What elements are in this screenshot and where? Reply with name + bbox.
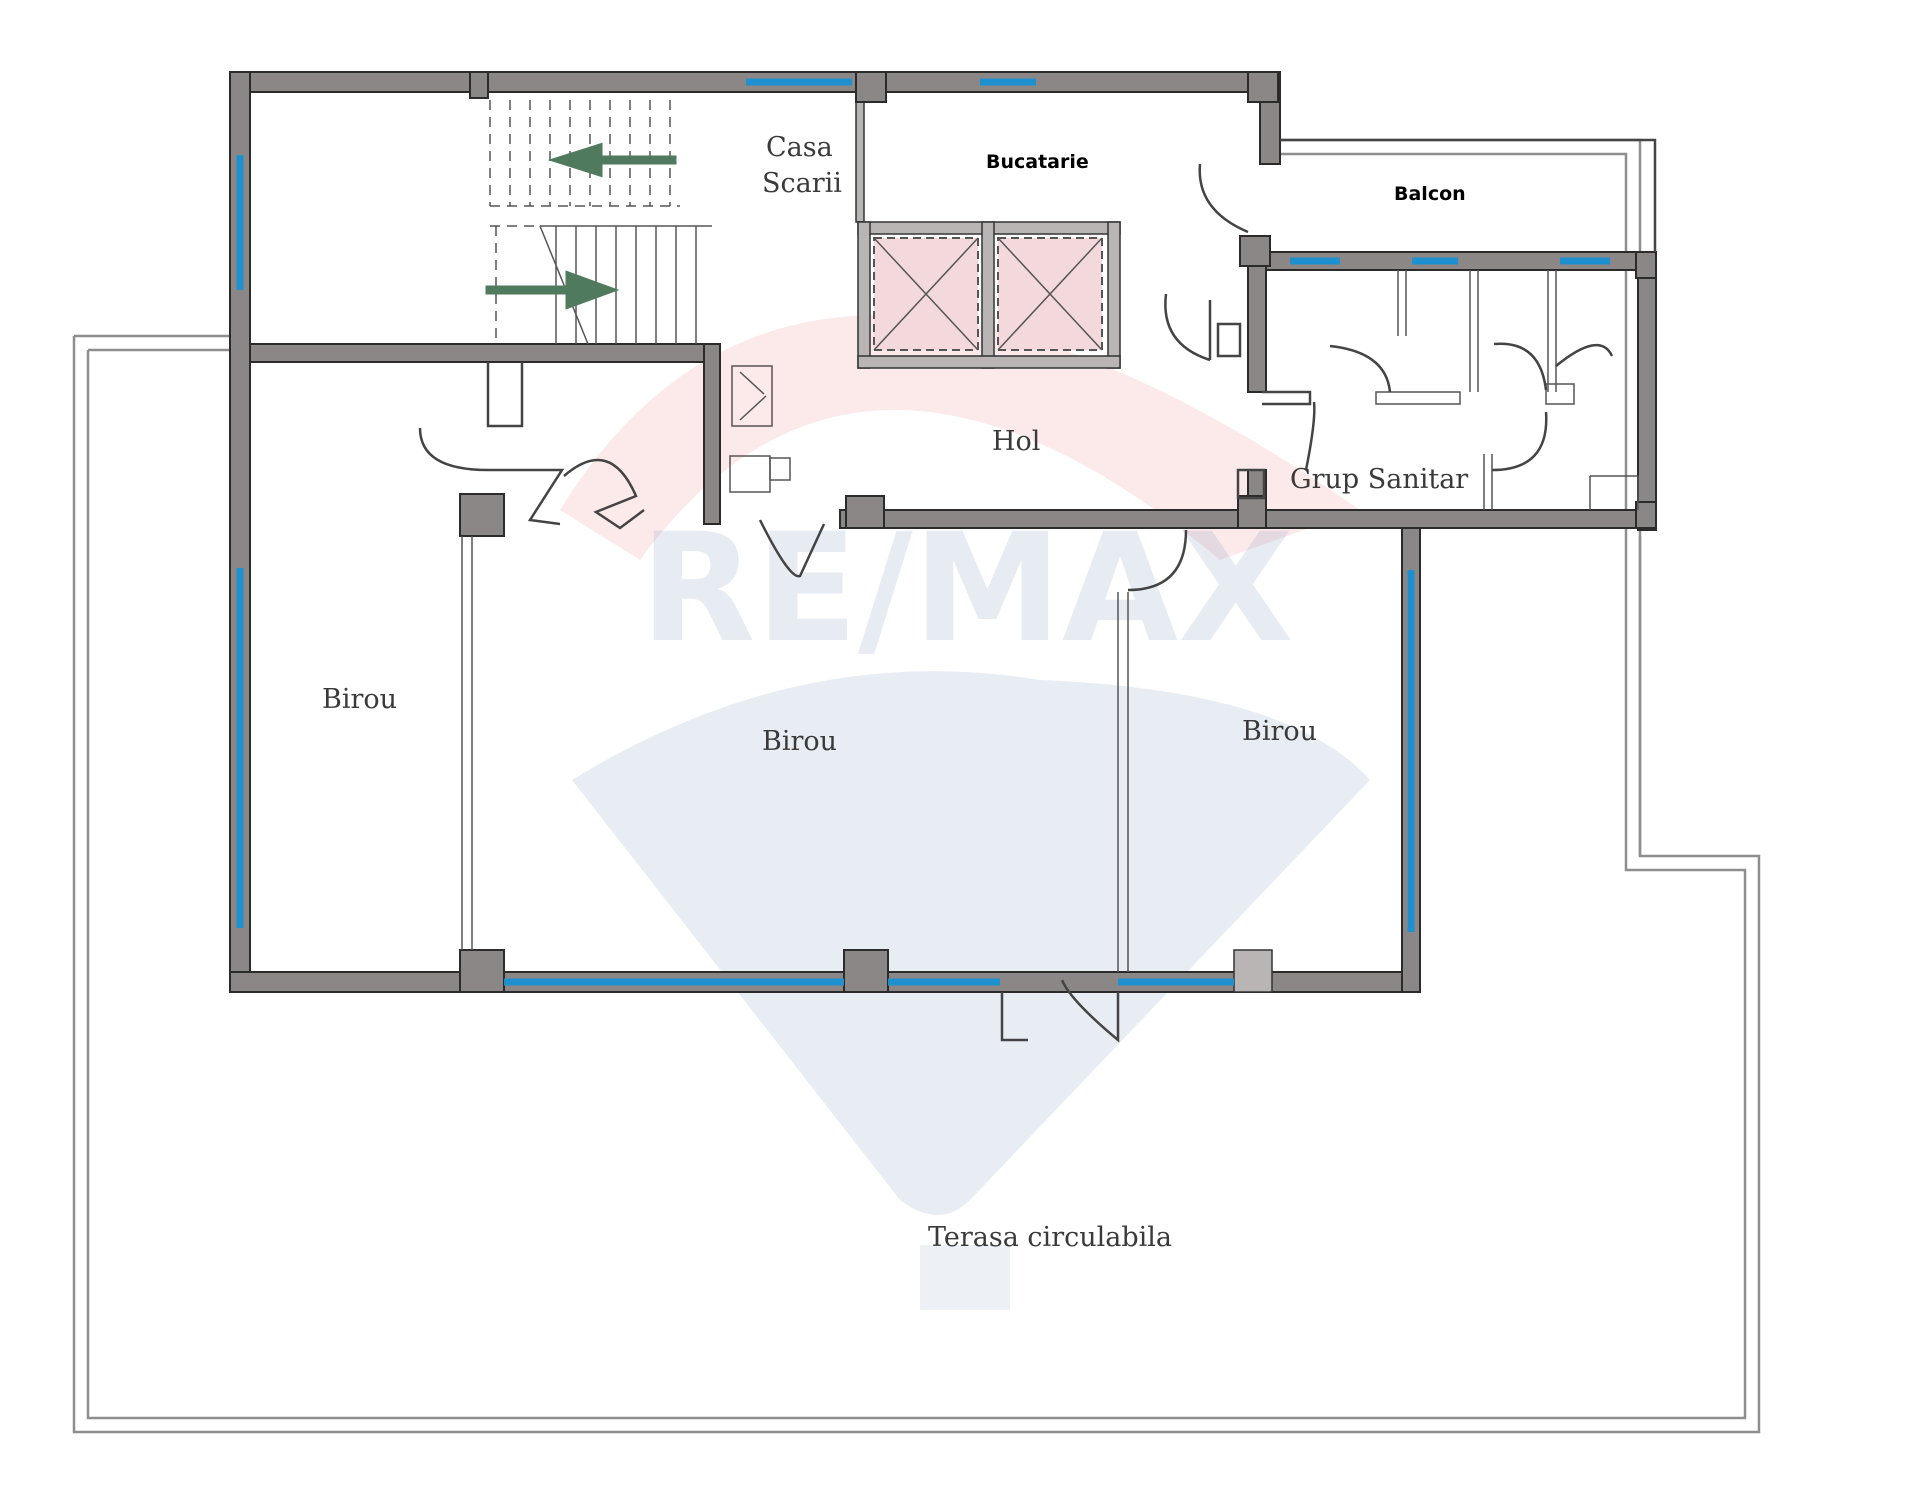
label-stair-casa: Casa bbox=[766, 132, 833, 163]
label-office-right: Birou bbox=[1242, 716, 1317, 747]
room-labels: Casa Scarii Bucatarie Balcon Hol Grup Sa… bbox=[322, 132, 1468, 1253]
elevators bbox=[873, 237, 1103, 351]
interior-walls bbox=[249, 71, 1657, 993]
watermark-balloon-bottom bbox=[572, 671, 1370, 1215]
door-stall-2 bbox=[1493, 342, 1548, 391]
door-stairwell bbox=[758, 519, 826, 578]
label-balcony: Balcon bbox=[1394, 183, 1466, 205]
shafts bbox=[729, 365, 791, 493]
watermark-balloon-top bbox=[560, 315, 1360, 560]
staircase bbox=[485, 100, 712, 345]
windows bbox=[236, 78, 1610, 986]
label-kitchen: Bucatarie bbox=[986, 151, 1089, 173]
door-bathroom bbox=[1304, 401, 1316, 471]
label-hall: Hol bbox=[992, 426, 1040, 457]
label-terrace: Terasa circulabila bbox=[928, 1222, 1172, 1253]
door-kitchen bbox=[1164, 293, 1212, 362]
doors bbox=[418, 163, 1614, 1043]
door-stall-3 bbox=[1555, 343, 1614, 367]
label-office-left: Birou bbox=[322, 684, 397, 715]
door-stall-1 bbox=[1329, 344, 1392, 393]
door-washroom bbox=[1491, 411, 1548, 472]
door-balcony bbox=[1198, 163, 1249, 234]
stair-arrow-right-icon bbox=[485, 270, 620, 310]
stair-arrow-left-icon bbox=[547, 142, 677, 178]
label-office-center: Birou bbox=[762, 726, 837, 757]
door-office-center bbox=[563, 458, 645, 530]
door-terrace-left bbox=[1000, 992, 1028, 1042]
watermark-basket bbox=[920, 1245, 1010, 1310]
door-storage bbox=[418, 427, 565, 526]
label-stair-scarii: Scarii bbox=[762, 168, 842, 199]
door-terrace-right bbox=[1060, 979, 1120, 1043]
door-office-right bbox=[1127, 529, 1188, 592]
watermark: RE/MAX bbox=[560, 315, 1370, 1310]
label-bathroom: Grup Sanitar bbox=[1290, 464, 1468, 495]
